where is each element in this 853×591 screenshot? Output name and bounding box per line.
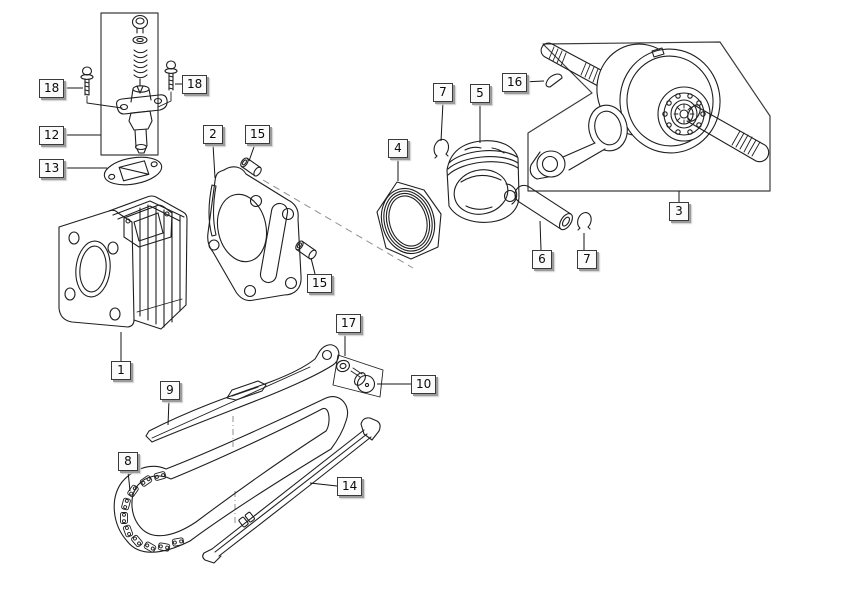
piston	[446, 140, 520, 223]
tensioner-blade	[202, 417, 381, 564]
bolt-assembly-lines	[86, 91, 172, 109]
leader-line-7a	[440, 101, 444, 142]
piston-pin-circlip-lower	[577, 212, 592, 231]
callout-8[interactable]: 8	[118, 452, 138, 471]
tensioner-group-frame	[100, 12, 159, 156]
alignment-dashed-lines	[232, 179, 414, 524]
callout-2[interactable]: 2	[203, 125, 223, 144]
piston-ring-set	[376, 181, 442, 260]
leader-line-15a	[248, 143, 256, 162]
tensioner-bolt-right	[164, 60, 178, 91]
tensioner-gasket	[103, 156, 163, 186]
pivot-bolt-assembly	[332, 354, 384, 398]
callout-3[interactable]: 3	[669, 202, 689, 221]
cam-chain-guide	[145, 344, 340, 443]
tensioner-spring	[133, 49, 148, 79]
cylinder-intake-port	[123, 204, 173, 248]
leader-line-6	[539, 220, 542, 251]
callout-7a[interactable]: 7	[433, 83, 453, 102]
pivot-bolt-head	[356, 374, 376, 394]
dowel-pin-top	[240, 157, 262, 177]
callout-1[interactable]: 1	[111, 361, 131, 380]
callout-7b[interactable]: 7	[577, 250, 597, 269]
callout-16[interactable]: 16	[502, 73, 528, 92]
chain-links	[120, 471, 185, 553]
cylinder	[58, 195, 188, 330]
leader-line-2	[212, 143, 216, 179]
callout-9[interactable]: 9	[160, 381, 180, 400]
woodruff-key	[545, 73, 563, 88]
leader-line-8	[127, 470, 131, 492]
callout-6[interactable]: 6	[532, 250, 552, 269]
dowel-pin-bottom	[295, 240, 317, 260]
callout-12[interactable]: 12	[39, 126, 65, 145]
cam-chain-tensioner	[116, 14, 168, 154]
callout-17[interactable]: 17	[336, 314, 362, 333]
callout-4[interactable]: 4	[388, 139, 408, 158]
leader-line-15b	[310, 257, 316, 275]
piston-pin-circlip-upper	[433, 138, 450, 159]
pivot-plate	[332, 354, 384, 398]
leader-line-9	[167, 399, 170, 426]
leader-line-14	[309, 482, 338, 487]
crankshaft-group-frame	[527, 41, 771, 192]
crankshaft	[529, 42, 770, 180]
callout-18a[interactable]: 18	[39, 79, 65, 98]
callout-15b[interactable]: 15	[307, 274, 333, 293]
callout-14[interactable]: 14	[337, 477, 363, 496]
cam-chain	[113, 396, 348, 553]
piston-pin	[514, 184, 573, 231]
callout-13[interactable]: 13	[39, 159, 65, 178]
callout-15a[interactable]: 15	[245, 125, 271, 144]
callout-5[interactable]: 5	[470, 84, 490, 103]
tensioner-bolt-left	[80, 66, 94, 96]
callout-18b[interactable]: 18	[182, 75, 208, 94]
head-gasket	[207, 166, 302, 302]
callout-10[interactable]: 10	[411, 375, 437, 394]
washer-17	[336, 359, 350, 373]
